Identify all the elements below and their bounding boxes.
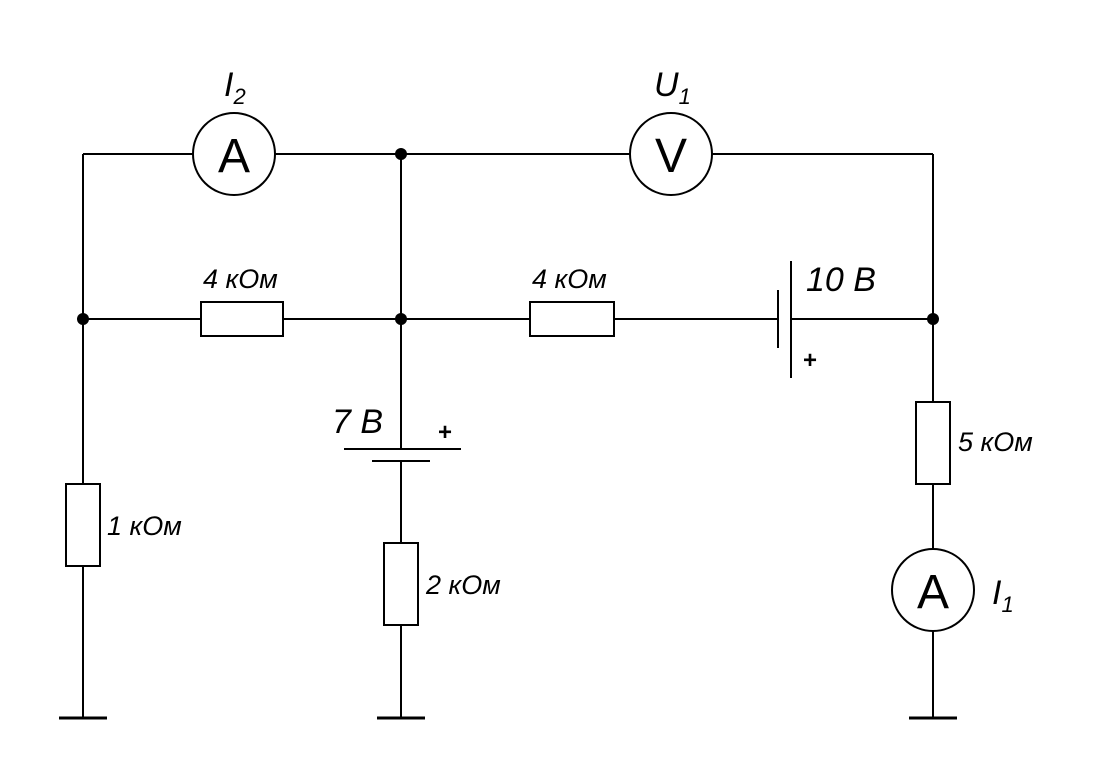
node-mid-center (395, 313, 407, 325)
ammeter-top-label-name: I (224, 66, 234, 104)
resistor-center (383, 542, 419, 626)
ammeter-right-label-name: I (992, 574, 1002, 612)
node-mid-right (927, 313, 939, 325)
ammeter-right-label-index: 1 (1001, 592, 1013, 617)
voltmeter-top: V (629, 112, 713, 196)
resistor-top-mid-label: 4 кОм (532, 264, 607, 294)
voltmeter-top-label: U1 (654, 66, 691, 109)
ammeter-right-label: I1 (992, 574, 1014, 617)
battery-center-plus-sign: + (438, 419, 452, 446)
junction-nodes (77, 148, 939, 325)
ammeter-top-label-index: 2 (232, 84, 245, 109)
resistor-right-label: 5 кОм (958, 427, 1033, 457)
resistors (65, 301, 951, 626)
voltmeter-top-circle (629, 112, 713, 196)
ammeter-top: A (192, 112, 276, 196)
node-mid-left (77, 313, 89, 325)
battery-right-voltage-label: 10 В (806, 261, 876, 299)
resistor-left (65, 483, 101, 567)
ammeter-top-label: I2 (224, 66, 246, 109)
voltmeter-top-label-index: 1 (679, 84, 691, 109)
resistor-top-mid (529, 301, 615, 337)
ammeter-right-symbol: A (917, 566, 949, 619)
battery-right-plus-sign: + (803, 347, 817, 374)
battery-right (777, 261, 792, 378)
labels: 4 кОм 4 кОм 1 кОм 2 кОм 5 кОм 7 В + 10 В… (107, 66, 1033, 617)
voltmeter-top-symbol: V (655, 130, 687, 183)
ammeter-right-circle (891, 548, 975, 632)
ammeter-top-symbol: A (218, 130, 250, 183)
node-top-center (395, 148, 407, 160)
resistor-left-label: 1 кОм (107, 511, 182, 541)
ammeter-right: A (891, 548, 975, 632)
resistor-center-label: 2 кОм (425, 570, 501, 600)
voltmeter-top-label-name: U (654, 66, 679, 104)
ammeter-top-circle (192, 112, 276, 196)
resistor-right (915, 401, 951, 485)
battery-center-voltage-label: 7 В (332, 403, 383, 441)
resistor-top-left (200, 301, 284, 337)
resistor-top-left-label: 4 кОм (203, 264, 278, 294)
battery-center (344, 448, 461, 462)
wires (82, 153, 934, 718)
